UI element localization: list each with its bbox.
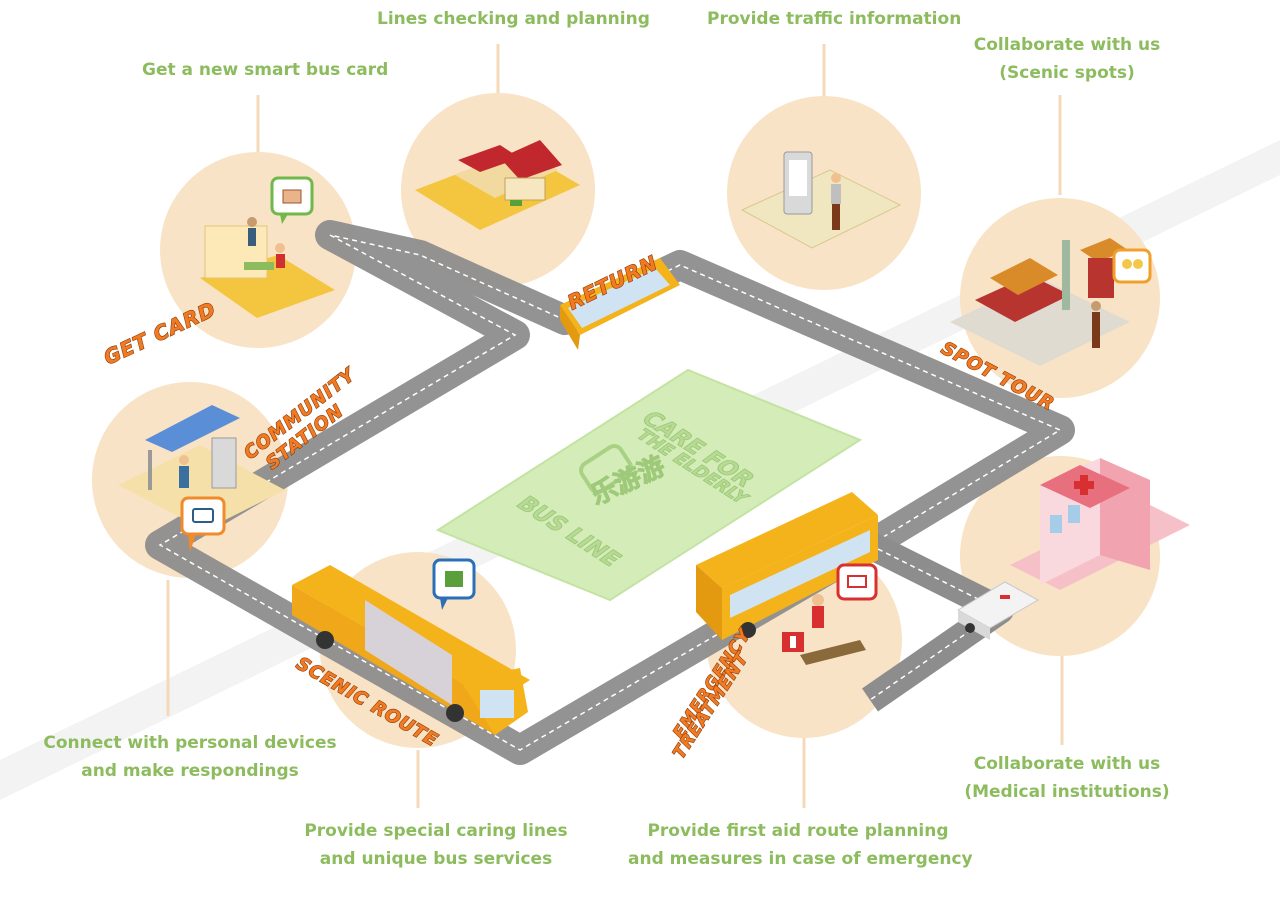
- return-bus: [560, 258, 680, 350]
- card-bubble-icon: [270, 176, 314, 224]
- bus-logo-icon: [579, 444, 633, 494]
- emergency-bus: [696, 492, 878, 640]
- kiosk-scene: [740, 151, 902, 249]
- first-aid-scene: [782, 594, 866, 665]
- caption-caring: Provide special caring lines and unique …: [304, 821, 568, 869]
- caption-get-card: Get a new smart bus card: [142, 60, 389, 80]
- connector-lines: [166, 44, 1064, 808]
- hospital-icon: [1010, 458, 1190, 590]
- bus-stop-scene: [118, 405, 285, 530]
- map-bubble-icon: [432, 558, 476, 610]
- ambulance-bubble-icon: [836, 563, 878, 601]
- ambulance: [957, 581, 1040, 640]
- tag-get-card: GET CARD: [100, 297, 220, 370]
- caption-devices: Connect with personal devices and make r…: [43, 733, 337, 781]
- people-bubble-icon: [1112, 248, 1152, 284]
- house-icon: [415, 140, 580, 230]
- caption-traffic-info: Provide traffic information: [707, 9, 962, 29]
- temple-icon: [950, 238, 1130, 366]
- office-scene: [200, 217, 335, 318]
- caption-medical-collab: Collaborate with us (Medical institution…: [964, 754, 1170, 802]
- bus-stop-icon: [180, 496, 226, 552]
- caption-lines-checking: Lines checking and planning: [377, 9, 650, 29]
- caption-first-aid: Provide first aid route planning and mea…: [628, 821, 973, 869]
- center-card: CARE FOR THE ELDERLY 乐游游 BUS LINE: [435, 368, 863, 602]
- caption-scenic-collab: Collaborate with us (Scenic spots): [973, 35, 1161, 83]
- scenic-bus: [292, 565, 530, 735]
